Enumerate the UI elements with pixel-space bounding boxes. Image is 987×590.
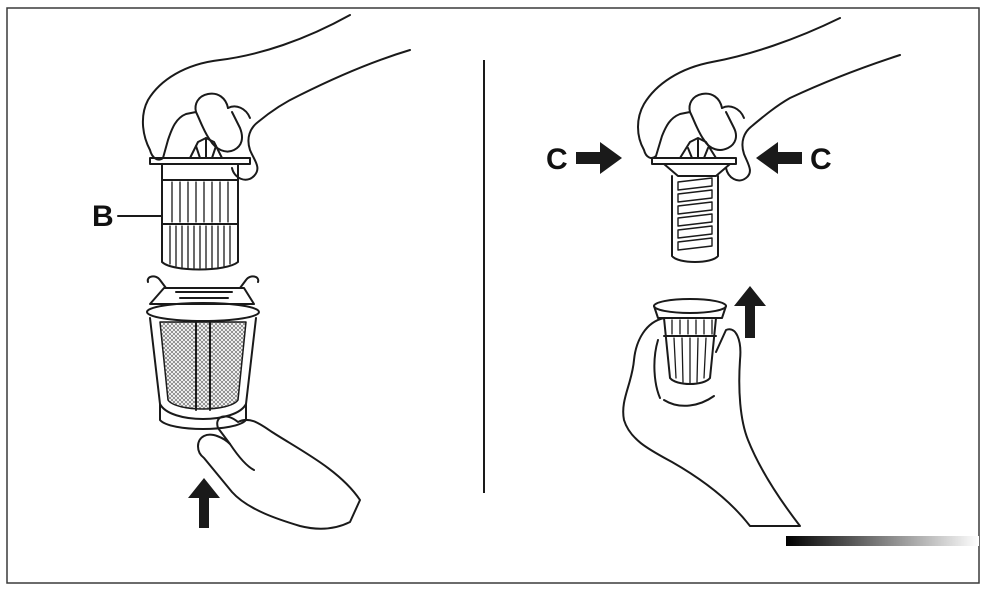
arrow-up-icon (188, 478, 220, 528)
upper-hand-right (637, 17, 901, 182)
label-c-left: C (546, 143, 568, 176)
right-panel (576, 17, 901, 527)
diagram-frame (6, 7, 980, 584)
label-b: B (92, 200, 114, 233)
arrow-right-icon (576, 142, 622, 174)
upper-hand-left (142, 14, 411, 181)
label-c-right: C (810, 143, 832, 176)
small-cup-filter (653, 298, 727, 385)
up-arrow-left (188, 478, 220, 528)
lower-hand-left (197, 415, 361, 530)
arrow-up-icon (734, 286, 766, 338)
press-arrow-right (756, 142, 802, 174)
lower-hand-right (622, 317, 801, 527)
left-panel (117, 14, 411, 530)
mesh-basket (146, 275, 260, 430)
gradient-bar (786, 536, 979, 546)
press-arrow-left (576, 142, 622, 174)
up-arrow-right (734, 286, 766, 338)
arrow-left-icon (756, 142, 802, 174)
filter-top (651, 137, 737, 263)
cylinder-filter-b (149, 137, 251, 271)
